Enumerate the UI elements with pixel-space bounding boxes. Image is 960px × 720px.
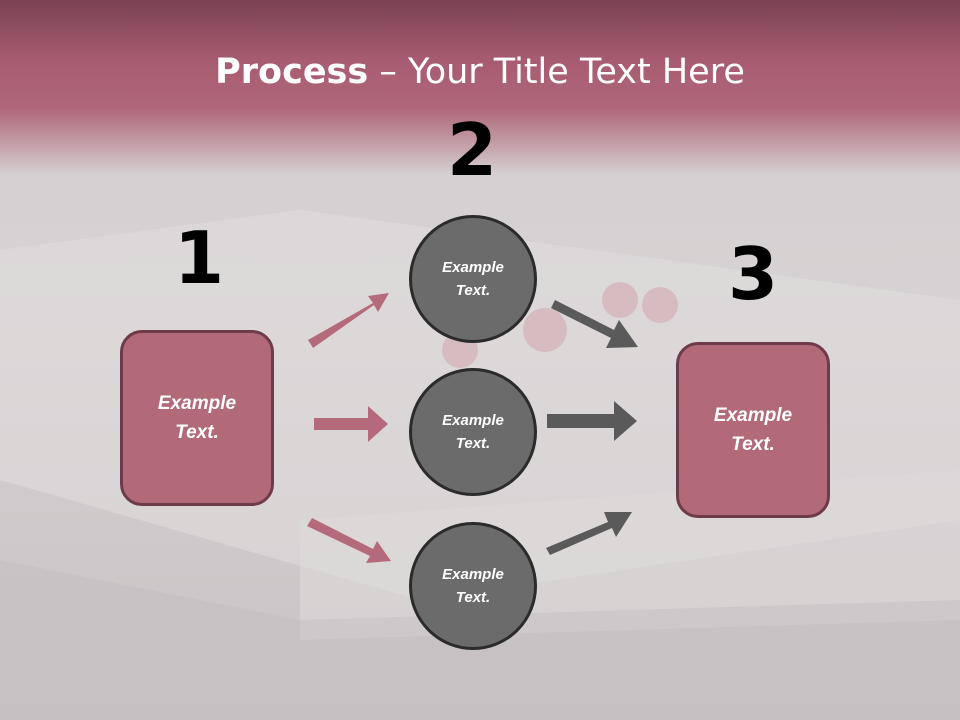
title-rest: – Your Title Text Here: [368, 52, 745, 92]
header-band: [0, 0, 960, 175]
arrow-gray-down-icon: [551, 300, 638, 348]
step-3-label-line1: Example: [713, 405, 793, 426]
step-2-circle-bottom: Example Text.: [409, 522, 537, 650]
step-2-circle-top: Example Text.: [409, 215, 537, 343]
step-2-circle-bottom-label: Example Text.: [423, 563, 523, 609]
step-number-1: 1: [173, 216, 225, 300]
step-2-circle-bottom-line1: Example: [442, 566, 504, 583]
step-3-label: Example Text.: [693, 401, 813, 459]
slide-title: Process – Your Title Text Here: [0, 52, 960, 92]
step-2-circle-middle-line1: Example: [442, 412, 504, 429]
step-3-label-line2: Text.: [731, 434, 775, 455]
step-2-circle-top-line2: Text.: [455, 282, 491, 299]
arrow-pink-right-icon: [314, 406, 388, 442]
step-3-box: Example Text.: [676, 342, 830, 518]
arrow-pink-up-icon: [308, 293, 389, 348]
step-2-circle-middle-line2: Text.: [455, 435, 491, 452]
arrow-gray-right-icon: [547, 401, 637, 441]
step-1-label-line2: Text.: [175, 422, 219, 443]
arrow-gray-up-icon: [546, 512, 632, 555]
step-number-2: 2: [446, 108, 498, 192]
step-1-label-line1: Example: [157, 393, 237, 414]
step-2-circle-top-label: Example Text.: [423, 256, 523, 302]
step-number-3: 3: [727, 232, 779, 316]
arrow-pink-down-icon: [307, 518, 391, 563]
step-2-circle-top-line1: Example: [442, 259, 504, 276]
step-1-box: Example Text.: [120, 330, 274, 506]
title-bold: Process: [215, 52, 369, 92]
step-2-circle-bottom-line2: Text.: [455, 589, 491, 606]
step-1-label: Example Text.: [137, 389, 257, 447]
step-2-circle-middle-label: Example Text.: [423, 409, 523, 455]
step-2-circle-middle: Example Text.: [409, 368, 537, 496]
